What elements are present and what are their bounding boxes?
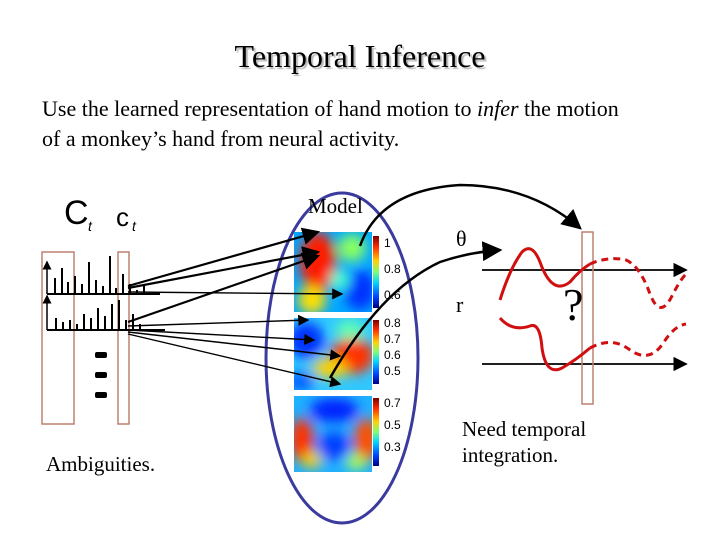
- slide-title: Temporal Inference: [234, 38, 486, 74]
- firing-box: [41, 251, 75, 425]
- question-mark: ?: [563, 279, 584, 330]
- firing-current-box: [117, 251, 130, 425]
- cbar1-tick-1: 0.8: [384, 262, 401, 276]
- label-C-sub: t: [88, 218, 92, 234]
- temporal-note: Need temporal integration.: [462, 416, 586, 468]
- output-arrows: [328, 183, 582, 379]
- temporal-note-line1: Need temporal: [462, 417, 587, 441]
- spike-train-2: [42, 294, 165, 331]
- theta-label: θ: [456, 226, 467, 251]
- temporal-note-line2: integration.: [462, 443, 559, 467]
- cbar2-tick-1: 0.7: [384, 332, 401, 346]
- cbar2-tick-0: 0.8: [384, 316, 401, 330]
- ellipsis-icon: [95, 352, 107, 398]
- model-label: Model: [308, 194, 363, 218]
- cbar2-tick-3: 0.5: [384, 364, 401, 378]
- cbar2-tick-2: 0.6: [384, 348, 401, 362]
- trajectory-theta: [498, 247, 688, 309]
- output-current-box: [581, 231, 594, 405]
- output-axes: [482, 262, 688, 372]
- intro-before: Use the learned representation of hand m…: [42, 96, 477, 121]
- model-ellipse: [264, 191, 420, 525]
- cbar1-tick-0: 1: [384, 236, 391, 250]
- label-c-sub: t: [132, 218, 136, 234]
- label-c: c: [116, 202, 129, 232]
- intro-text: Use the learned representation of hand m…: [42, 94, 642, 154]
- spike-train-1: [42, 256, 160, 295]
- intro-emphasis: infer: [476, 96, 519, 121]
- heatmap-theta: [294, 232, 379, 312]
- heatmap-velocity: [294, 396, 379, 472]
- trajectory-r: [498, 316, 687, 372]
- cbar3-tick-1: 0.5: [384, 418, 401, 432]
- cbar3-tick-0: 0.7: [384, 396, 401, 410]
- cbar1-tick-2: 0.6: [384, 288, 401, 302]
- mapping-arrows: [127, 227, 344, 388]
- r-label: r: [456, 292, 464, 317]
- cbar3-tick-2: 0.3: [384, 440, 401, 454]
- intro-after: the motion of a monkey’s hand from neura…: [42, 96, 619, 151]
- label-C: C: [64, 194, 89, 232]
- ambiguities-label: Ambiguities.: [46, 452, 156, 476]
